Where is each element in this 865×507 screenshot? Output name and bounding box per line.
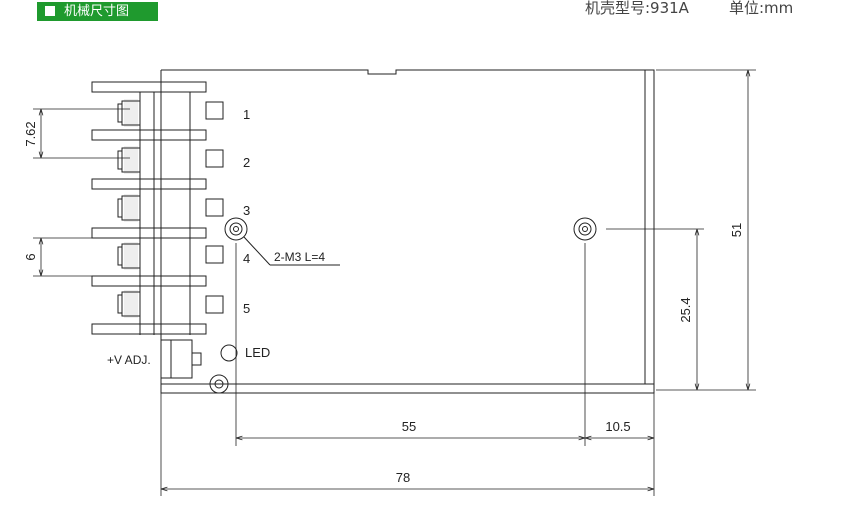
terminal-pin-square [205, 101, 224, 120]
case-base-plate [160, 384, 655, 394]
dim-clearance: 6 [23, 253, 38, 260]
terminal-separator [91, 129, 207, 141]
mount-hole-leader [243, 236, 340, 266]
dim-hole-spacing: 55 [402, 419, 416, 434]
section-title-badge: 机械尺寸图 [37, 2, 158, 21]
terminal-separator [91, 323, 207, 335]
vadj-potentiometer [160, 339, 202, 379]
terminal-number-4: 4 [243, 251, 250, 266]
vadj-label: +V ADJ. [107, 353, 151, 367]
terminal-separator [91, 178, 207, 190]
terminal-separator [91, 275, 207, 287]
case-body [160, 69, 655, 385]
dim-height-total: 51 [729, 223, 744, 237]
terminal-pin-square [205, 245, 224, 264]
terminal-pin-square [205, 295, 224, 314]
dim-hole-edge: 10.5 [605, 419, 630, 434]
led-label: LED [245, 345, 270, 360]
terminal-separator [91, 81, 207, 93]
unit-label: 单位:mm [729, 0, 794, 17]
section-title: 机械尺寸图 [64, 4, 130, 19]
terminal-separator [91, 227, 207, 239]
dim-pitch: 7.62 [23, 121, 38, 146]
mount-hole-label: 2-M3 L=4 [274, 250, 325, 264]
terminal-pin-square [205, 198, 224, 217]
terminal-screw [117, 242, 141, 270]
led-indicator [220, 344, 238, 362]
ground-lug [209, 374, 229, 394]
terminal-screw [117, 290, 141, 318]
terminal-screw [117, 146, 141, 174]
terminal-pin-square [205, 149, 224, 168]
mount-hole-left [224, 217, 248, 241]
terminal-screw [117, 194, 141, 222]
case-outline [160, 69, 655, 394]
model-label: 机壳型号:931A [585, 0, 689, 17]
terminal-number-2: 2 [243, 155, 250, 170]
dim-hole-height: 25.4 [678, 297, 693, 322]
terminal-number-1: 1 [243, 107, 250, 122]
extension-lines [33, 69, 756, 496]
square-icon [45, 6, 55, 16]
terminal-screw [117, 99, 141, 127]
dimension-lines [41, 70, 748, 489]
terminal-number-5: 5 [243, 301, 250, 316]
terminal-number-3: 3 [243, 203, 250, 218]
mount-hole-right [573, 217, 597, 241]
dim-width-total: 78 [396, 470, 410, 485]
terminal-block [91, 81, 224, 335]
